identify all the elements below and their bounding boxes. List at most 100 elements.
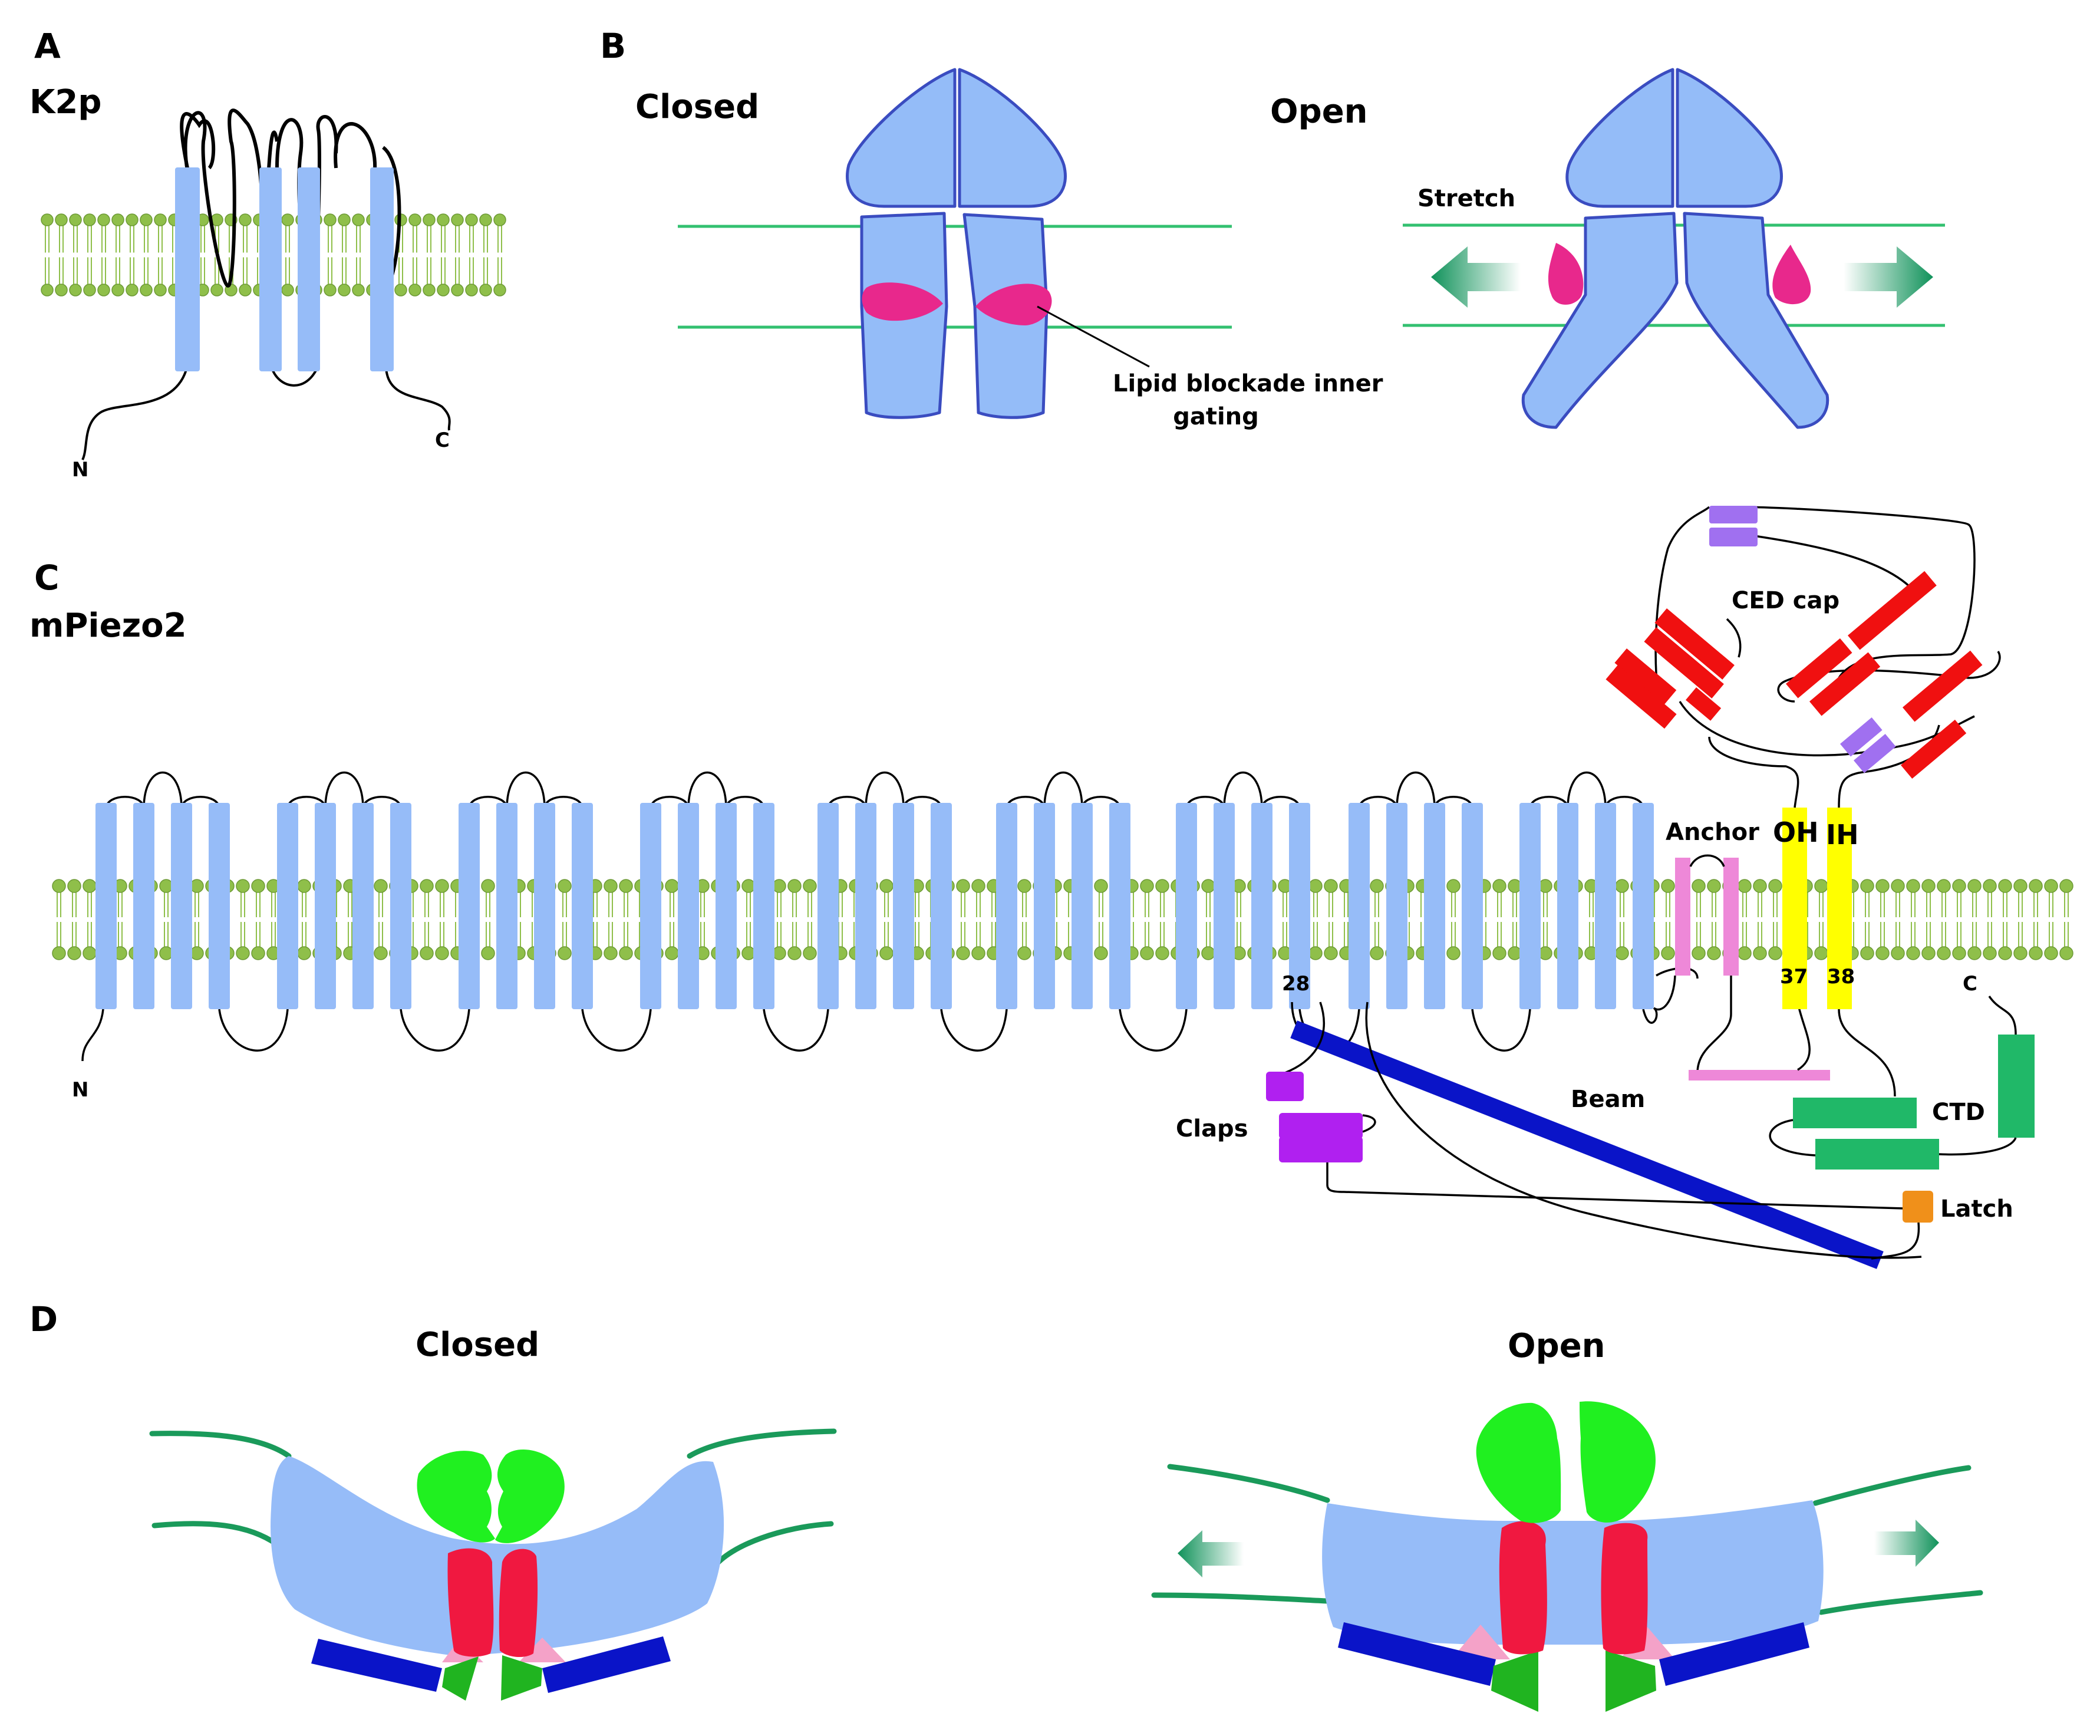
piezo-helices: [95, 803, 1654, 1009]
piezo-tm-helix: [95, 803, 117, 1009]
piezo-lipid-head: [665, 879, 679, 893]
panel-c-letter: C: [34, 558, 60, 598]
piezo-lipid-head: [236, 879, 250, 893]
piezo-lipid-head: [2044, 946, 2058, 960]
open-cap-right: [1676, 68, 1783, 208]
piezo-lipid-head: [1094, 946, 1108, 960]
piezo-lipid-head: [481, 946, 495, 960]
piezo-lipid-head: [787, 946, 802, 960]
piezo-lipid-head: [1768, 946, 1782, 960]
piezo-lipid-head: [1661, 946, 1675, 960]
latch-link: [1871, 1222, 1920, 1260]
piezo-loop: [506, 771, 546, 809]
k2p-lipid-head: [479, 284, 492, 297]
clap-domain-1: [1279, 1113, 1363, 1139]
k2p-lipid-head: [239, 213, 252, 226]
piezo-lipid-head: [803, 946, 817, 960]
cap-strand-left-4: [1606, 665, 1677, 729]
closed-lipid-left: [862, 282, 943, 321]
open-pore-right: [1683, 212, 1829, 429]
cap-strand-right-5: [1901, 719, 1967, 779]
open-pore-left: [1521, 212, 1679, 429]
piezo-lipid-head: [787, 879, 802, 893]
open-beam-left: [1338, 1622, 1496, 1686]
k2p-helix-2: [259, 167, 282, 371]
piezo-lipid-head: [619, 879, 633, 893]
piezo-lipid-head: [2059, 879, 2073, 893]
piezo-tm-helix: [390, 803, 411, 1009]
piezo-lipid-head: [481, 879, 495, 893]
closed-blade-membrane-body: [271, 1456, 724, 1656]
piezo-lipid-head: [956, 946, 970, 960]
piezo-lipid-head: [1615, 879, 1629, 893]
closed-beam-left: [311, 1639, 442, 1692]
k2p-lipid-head: [408, 213, 421, 226]
piezo-lipid-head: [1492, 946, 1506, 960]
k2p-lipid-head: [352, 284, 365, 297]
oh-to-cap-link: [1708, 736, 1799, 808]
piezo-loop: [865, 771, 905, 809]
k2p-lipid-head: [154, 213, 167, 226]
claps-to-latch-line: [1326, 1162, 1904, 1210]
piezo-tm-helix: [1519, 803, 1541, 1009]
k2p-lipid-head: [465, 284, 478, 297]
anchor-helix-loop: [1689, 854, 1725, 867]
piezo-loop: [763, 1009, 829, 1052]
piezo-lipid-head: [2029, 946, 2043, 960]
piezo-lipid-head: [1875, 946, 1890, 960]
piezo-lipid-head: [1324, 946, 1338, 960]
piezo-lipid-head: [1983, 946, 1997, 960]
stretch-arrow-left-icon: [1431, 246, 1521, 308]
piezo-tm-helix: [572, 803, 593, 1009]
closed-membrane-right-bottom: [710, 1521, 834, 1571]
piezo-lipid-head: [604, 946, 618, 960]
k2p-lipid-head: [324, 284, 337, 297]
oh-label: OH: [1773, 816, 1819, 848]
piezo-lipid-head: [665, 946, 679, 960]
k2p-lipid-head: [423, 284, 436, 297]
k2p-lipid-head: [493, 213, 506, 226]
piezo-tm-helix: [496, 803, 517, 1009]
piezo-lipid-head: [297, 879, 311, 893]
ih-helix-38: [1827, 808, 1852, 1009]
piezo-lipid-head: [435, 946, 449, 960]
piezo-loop: [400, 1009, 470, 1052]
piezo-lipid-head: [420, 946, 434, 960]
panel-d: D Closed Open: [29, 1299, 1983, 1712]
anchor-down-link: [1696, 976, 1732, 1073]
piezo-loop: [143, 771, 183, 809]
lipid-pointer-line: [1037, 305, 1150, 368]
k2p-lipid-head: [55, 213, 68, 226]
k2p-lipid-head: [140, 213, 153, 226]
open-stretch-arrow-right-icon: [1874, 1520, 1939, 1567]
open-anchor-left: [1451, 1625, 1510, 1659]
piezo-tm-helix: [640, 803, 661, 1009]
closed-pore-helix-left: [447, 1548, 494, 1657]
k2p-lipid-head: [281, 284, 294, 297]
tm28-label: 28: [1282, 972, 1310, 996]
piezo-tm-helix: [1109, 803, 1130, 1009]
piezo-tm-helix: [931, 803, 952, 1009]
piezo-lipid-head: [1891, 879, 1905, 893]
cap-right-outer-link: [1738, 506, 1976, 678]
piezo-tm-helix: [1176, 803, 1197, 1009]
piezo-lipid-head: [1446, 946, 1461, 960]
piezo-tm-helix: [1557, 803, 1578, 1009]
k2p-lipid-head: [97, 284, 110, 297]
piezo-tm-helix: [1633, 803, 1654, 1009]
ctd-right-link: [1939, 1137, 2017, 1156]
latch-label: Latch: [1940, 1195, 2013, 1223]
k2p-lipid-head: [493, 284, 506, 297]
k2p-n-label: N: [72, 458, 88, 482]
cap-strand-left-3: [1614, 648, 1677, 705]
k2p-lipid-head: [41, 213, 54, 226]
k2p-lipid-head: [423, 213, 436, 226]
piezo-lipid-head: [435, 879, 449, 893]
piezo-tm-helix: [678, 803, 699, 1009]
panel-b: B Closed Open Lipid blockade inner gatin…: [600, 26, 1945, 430]
k2p-lipid-head: [352, 213, 365, 226]
piezo-lipid-head: [741, 946, 756, 960]
closed-cap-right: [958, 68, 1067, 208]
closed-cap-right: [495, 1450, 565, 1543]
piezo-loop: [1396, 771, 1436, 809]
